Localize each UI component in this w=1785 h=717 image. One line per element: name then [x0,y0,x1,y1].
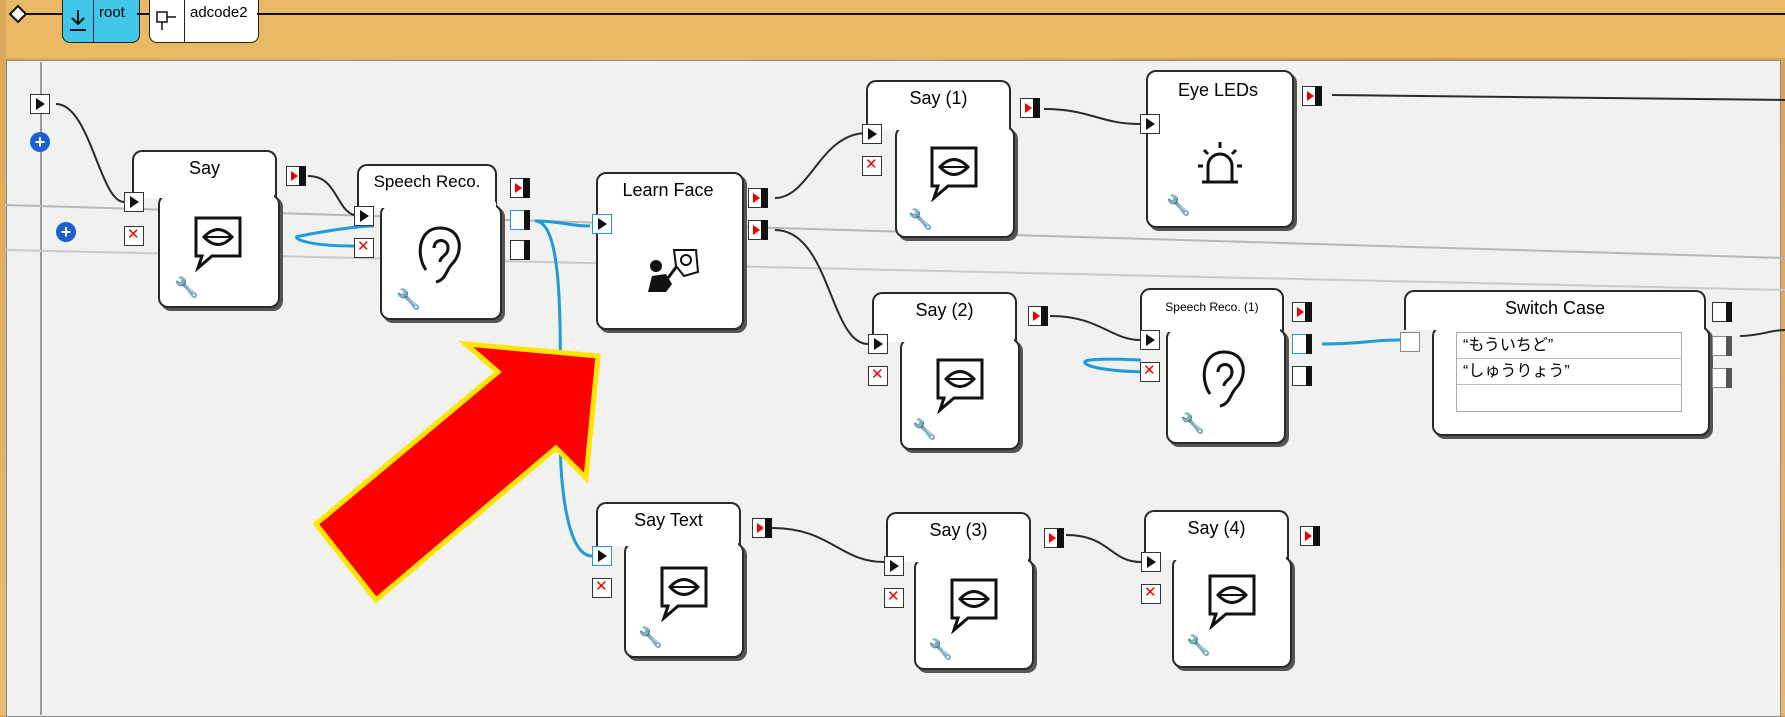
learn-face-box-title: Learn Face [622,180,714,200]
say3-onstopped-port[interactable] [1044,528,1064,548]
lips-icon [194,216,242,272]
wrench-icon[interactable]: 🔧 [174,277,199,299]
breadcrumb: root adcode2 [6,0,1785,58]
switch-case-output-3[interactable] [1712,368,1732,388]
wrench-icon[interactable]: 🔧 [912,419,937,441]
wrench-icon[interactable]: 🔧 [1166,195,1191,217]
led-icon [1198,142,1242,184]
say1-box-title: Say (1) [866,80,1011,130]
speech-reco-onstart-port[interactable] [354,206,374,226]
say3-box-title: Say (3) [886,512,1031,562]
breadcrumb-adcode2[interactable]: adcode2 [149,0,259,43]
say1-onstart-port[interactable] [862,124,882,144]
say4-box-title: Say (4) [1144,510,1289,560]
say3-onstop-port[interactable] [884,587,904,608]
learn-face-icon [648,249,700,292]
say4-onstart-port[interactable] [1141,552,1161,572]
say4-onstop-port[interactable] [1141,583,1161,604]
say2-onstopped-port[interactable] [1028,306,1048,326]
learn-face-onstart-port[interactable] [592,214,612,234]
switch-case-output-1[interactable] [1712,302,1732,322]
switch-case-row[interactable]: “しゅうりょう” [1457,359,1681,385]
wrench-icon[interactable]: 🔧 [1180,413,1205,435]
breadcrumb-adcode2-label: adcode2 [190,4,248,21]
switch-case-table[interactable]: “もういちど” “しゅうりょう” [1456,332,1682,412]
eye-leds-box-title: Eye LEDs [1177,80,1259,100]
say3-onstart-port[interactable] [884,556,904,576]
speech-reco1-box-title: Speech Reco. (1) [1140,288,1284,332]
choregraphe-window: root adcode2 [6,0,1785,715]
breadcrumb-root[interactable]: root [62,0,140,43]
wrench-icon[interactable]: 🔧 [908,209,933,231]
plus-icon[interactable]: + [56,222,76,242]
speech-reco-word-port[interactable] [510,210,530,230]
switch-case-box-title: Switch Case [1404,290,1706,330]
speech-reco1-word-port[interactable] [1292,334,1312,354]
lips-icon [930,146,978,202]
ear-icon [1202,350,1245,408]
learn-face-box[interactable] [596,172,744,330]
eye-leds-onstart-port[interactable] [1140,114,1160,134]
learn-face-onfail-port[interactable] [748,220,768,240]
speech-reco-box-title: Speech Reco. [357,164,497,208]
speech-reco-nowords-port[interactable] [510,240,530,260]
say-onstart-port[interactable] [124,192,144,212]
say-box-title: Say [132,150,277,198]
speech-reco1-onstart-port[interactable] [1140,330,1160,350]
say2-box-title: Say (2) [872,292,1017,342]
plus-icon[interactable]: + [30,132,50,152]
say-onstopped-port[interactable] [286,166,306,186]
adcode-box-icon [150,0,185,42]
eye-leds-box[interactable] [1146,70,1294,228]
lips-icon [660,566,708,622]
speech-reco-onstopped-port[interactable] [510,178,530,198]
wrench-icon[interactable]: 🔧 [396,289,421,311]
wrench-icon[interactable]: 🔧 [928,639,953,661]
say-text-onstop-port[interactable] [592,577,612,598]
lips-icon [936,358,984,414]
start-input-port[interactable] [30,94,50,114]
say2-onstop-port[interactable] [868,365,888,386]
wrench-icon[interactable]: 🔧 [1186,635,1211,657]
say-text-onstopped-port[interactable] [752,518,772,538]
say-text-box-title: Say Text [596,502,741,546]
say4-onstopped-port[interactable] [1300,526,1320,546]
wrench-icon[interactable]: 🔧 [638,627,663,649]
learn-face-onsuccess-port[interactable] [748,188,768,208]
say1-onstopped-port[interactable] [1020,98,1040,118]
breadcrumb-root-label: root [99,4,125,21]
lips-icon [950,578,998,634]
speech-reco1-onstop-port[interactable] [1140,361,1160,382]
diamond-icon [8,4,62,24]
ear-icon [418,226,461,284]
switch-case-row[interactable]: “もういちど” [1457,333,1681,359]
speech-reco-onstop-port[interactable] [354,237,374,258]
eye-leds-onstopped-port[interactable] [1302,86,1322,106]
flow-left-border [40,62,42,715]
say1-onstop-port[interactable] [862,155,882,176]
speech-reco1-nowords-port[interactable] [1292,366,1312,386]
say-box[interactable] [158,194,280,308]
say1-box[interactable] [895,126,1015,238]
speech-reco1-box[interactable] [1166,328,1286,444]
speech-reco1-onstopped-port[interactable] [1292,302,1312,322]
root-box-icon [63,0,94,42]
lips-icon [1208,574,1256,630]
say-onstop-port[interactable] [124,225,144,246]
say2-onstart-port[interactable] [868,334,888,354]
switch-case-output-2[interactable] [1712,336,1732,356]
say-text-onstart-port[interactable] [592,546,612,566]
switch-case-input-port[interactable] [1400,332,1420,352]
